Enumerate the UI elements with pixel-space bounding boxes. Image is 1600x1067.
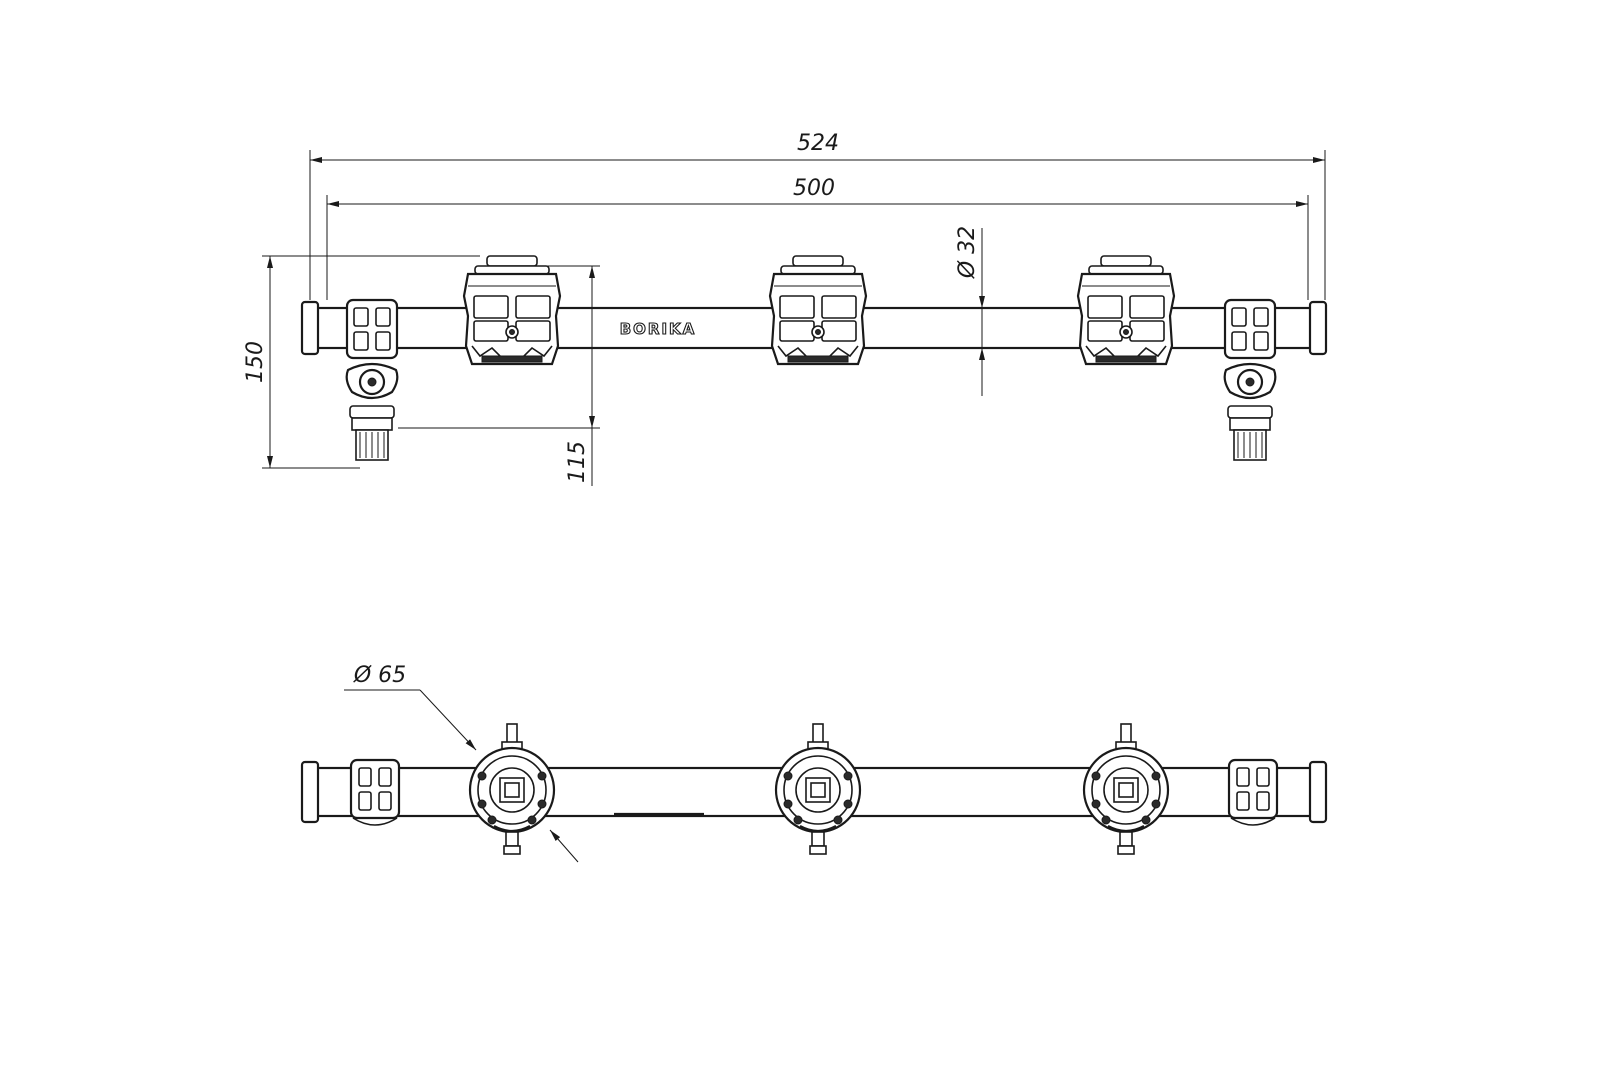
end-cap-right [1308,300,1328,356]
end-valve-left [345,298,399,462]
outlet-3 [1076,254,1176,366]
dim-flange-diameter-label: Ø 65 [353,663,406,688]
dim-valve-height-label: 115 [565,441,590,483]
dim-flange-diameter: Ø 65 [344,663,579,863]
dim-overall-height-label: 150 [243,341,268,383]
front-clamp-right [1227,758,1279,827]
front-end-cap-right [1308,760,1328,824]
brand-label: BORIKA [620,320,697,338]
dim-overall-height: 150 [243,255,480,469]
outlet-1 [462,254,562,366]
dim-tube-length: 500 [326,176,1309,300]
end-cap-left [300,300,320,356]
dim-valve-height: 115 [398,265,600,486]
dim-tube-length-label: 500 [793,176,835,201]
flange-1 [468,722,556,856]
flange-2 [774,722,862,856]
dim-overall-length: 524 [309,131,1326,300]
outlet-2 [768,254,868,366]
flange-3 [1082,722,1170,856]
dim-tube-diameter: Ø 32 [955,226,985,396]
front-end-cap-left [300,760,320,824]
dim-overall-length-label: 524 [797,131,839,156]
end-valve-right [1223,298,1277,462]
top-view: BORIKA [300,254,1328,462]
front-view [300,722,1328,856]
dim-tube-diameter-label: Ø 32 [955,226,980,279]
front-clamp-left [349,758,401,827]
